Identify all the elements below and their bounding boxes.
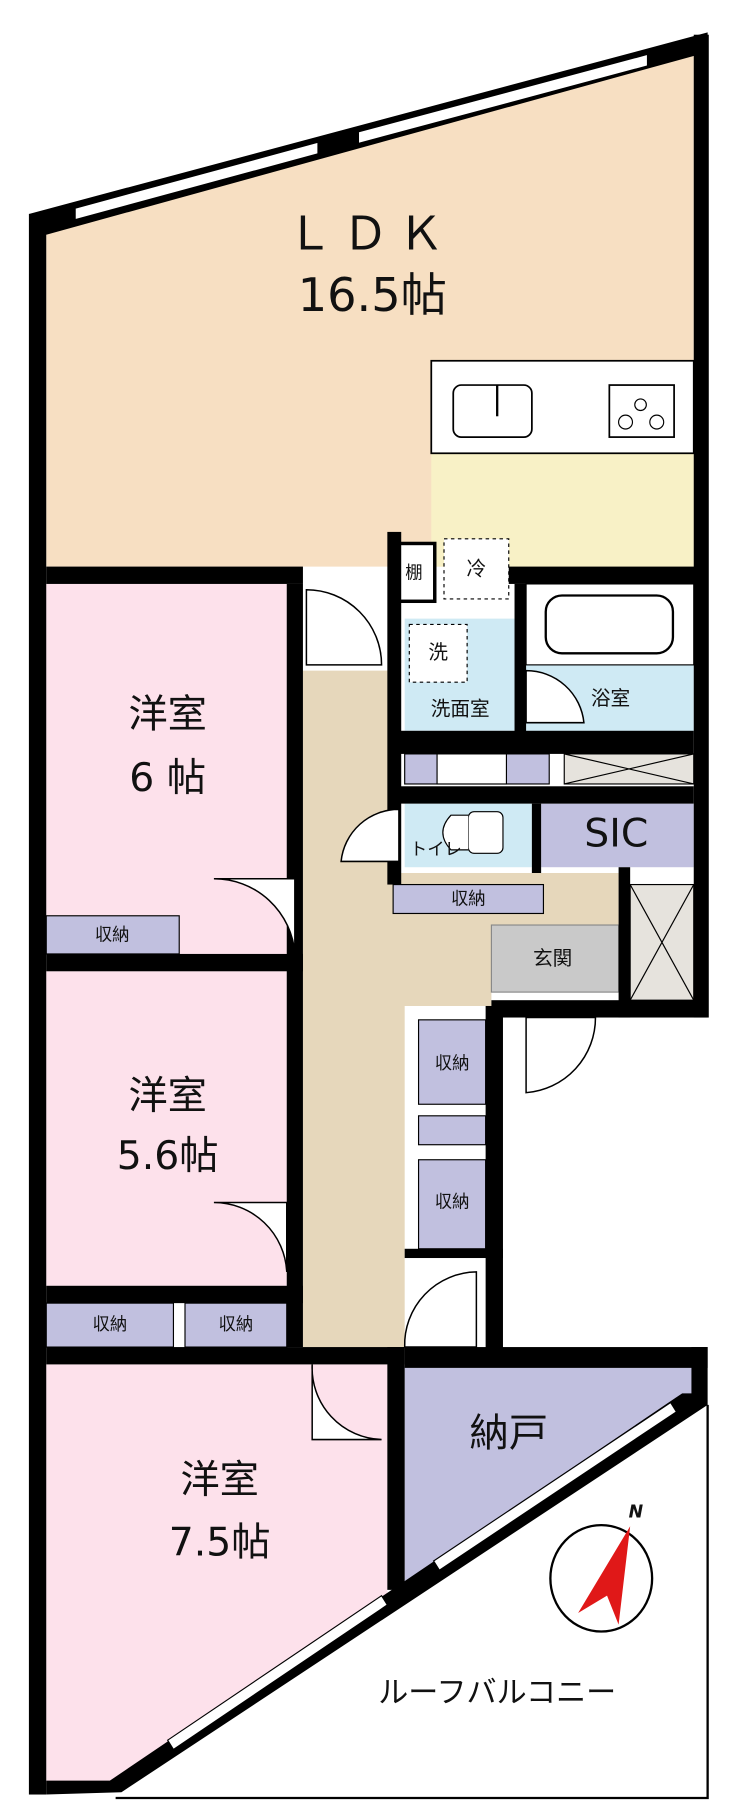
storage-1	[45, 915, 180, 955]
shelf-label: 棚	[405, 564, 422, 584]
balcony-outline	[115, 1404, 709, 1800]
doors	[213, 588, 597, 1441]
fridge-space	[443, 538, 510, 600]
washroom-label: 洗面室	[431, 697, 490, 720]
storage-2-label: 収納	[93, 1315, 128, 1335]
storeroom-label: 納戸	[469, 1412, 548, 1457]
ldk-size: 16.5帖	[298, 268, 447, 322]
western-room-2-size: 5.6帖	[117, 1134, 219, 1179]
bathroom-label: 浴室	[591, 687, 630, 710]
sic-floor	[541, 803, 694, 868]
utility-cabinet	[563, 753, 695, 785]
storage-6	[417, 1115, 487, 1146]
vanity-sink	[436, 753, 508, 785]
storage-3-label: 収納	[219, 1315, 254, 1335]
western-room-3-floor	[46, 1364, 388, 1787]
ldk-label: ＬＤＫ	[287, 207, 454, 261]
washer-space	[408, 623, 468, 683]
toilet-label: トイレ	[410, 840, 462, 860]
shoe-cabinet	[629, 883, 695, 1001]
fridge-label: 冷	[467, 558, 487, 581]
storage-4	[392, 883, 545, 915]
storage-5-label: 収納	[435, 1054, 470, 1074]
stove-icon	[608, 384, 675, 438]
entrance-label: 玄関	[533, 947, 572, 970]
entrance-floor	[490, 924, 620, 993]
western-room-1-size: 6 帖	[129, 756, 206, 801]
balcony-label: ルーフバルコニー	[378, 1675, 616, 1710]
western-room-3-label: 洋室	[180, 1458, 259, 1503]
storage-1-label: 収納	[95, 925, 130, 945]
western-room-1-label: 洋室	[128, 692, 207, 737]
bathtub-basin	[544, 594, 675, 655]
storage-5	[417, 1019, 487, 1105]
storage-4-label: 収納	[451, 890, 486, 910]
compass-icon: N	[549, 1502, 654, 1633]
washer-label: 洗	[428, 641, 448, 664]
sic-label: SIC	[584, 812, 648, 857]
sink-icon	[452, 384, 533, 438]
storeroom-floor	[404, 1366, 694, 1582]
western-room-1-floor	[46, 583, 287, 954]
western-room-3-size: 7.5帖	[169, 1520, 271, 1565]
western-room-2-label: 洋室	[128, 1074, 207, 1119]
storage-7	[417, 1159, 487, 1250]
storage-7-label: 収納	[435, 1193, 470, 1213]
toilet-icon	[442, 811, 504, 854]
compass-north-label: N	[629, 1502, 644, 1522]
windows	[74, 53, 678, 1751]
western-room-2-floor	[46, 971, 287, 1286]
